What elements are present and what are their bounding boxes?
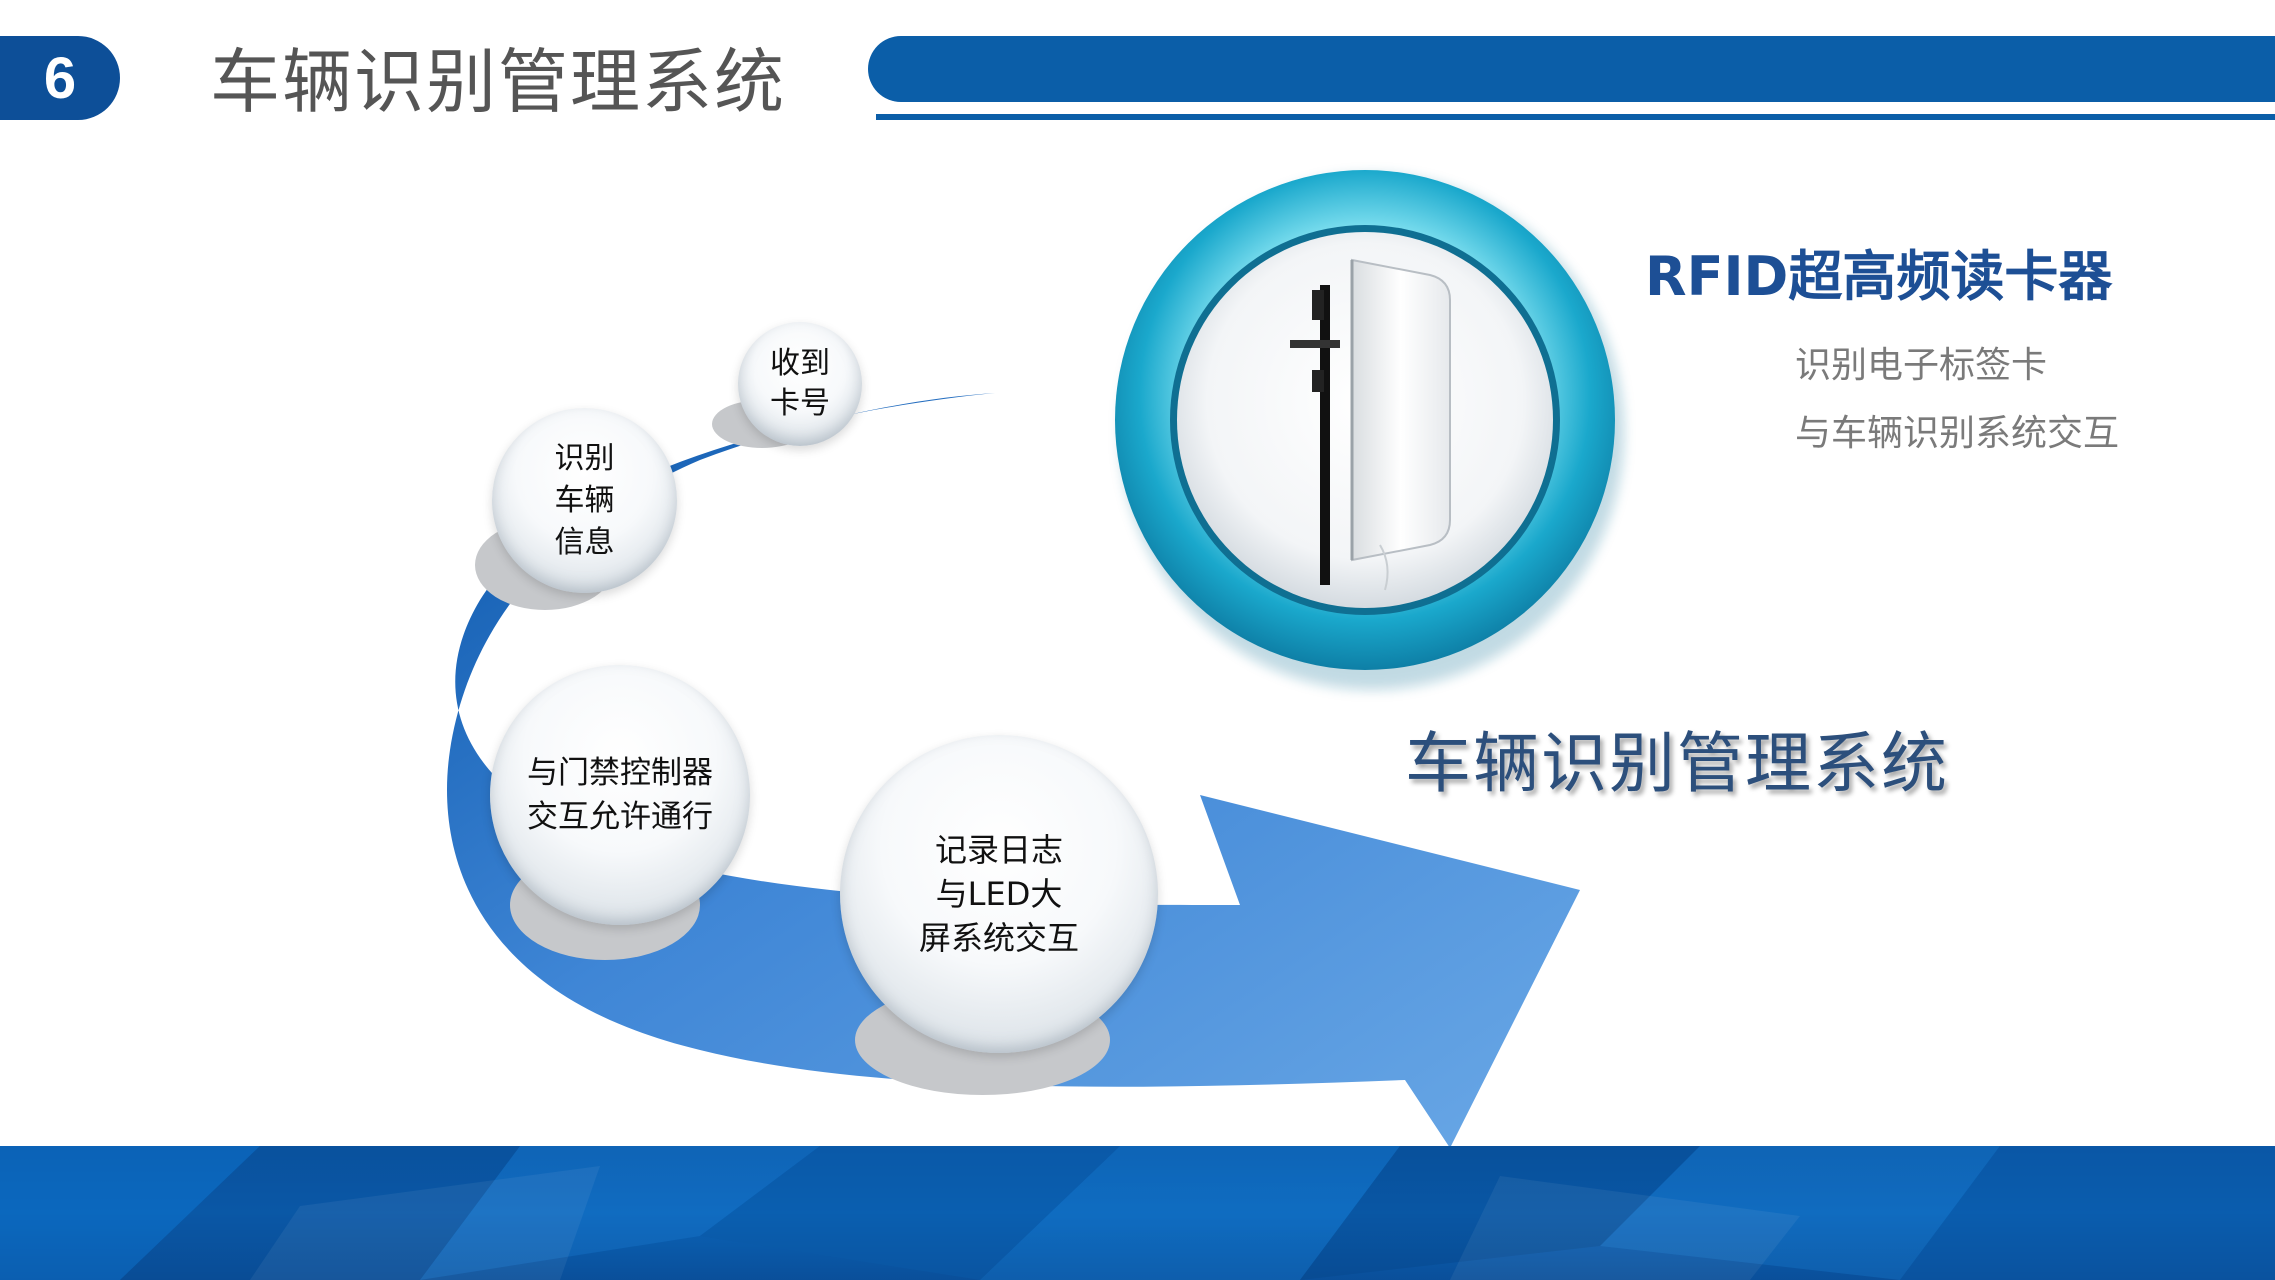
curved-flow-arrow — [447, 393, 1580, 1148]
header-bar — [868, 36, 2275, 102]
step-receive-card: 收到 卡号 — [738, 322, 862, 446]
reader-desc-line: 识别电子标签卡 — [1795, 345, 2048, 386]
page-title: 车辆识别管理系统 — [210, 41, 786, 123]
footer-pattern — [0, 1146, 2275, 1280]
section-number-badge: 6 — [0, 36, 120, 120]
reader-title: RFID超高频读卡器 — [1645, 245, 2113, 308]
system-title: 车辆识别管理系统 — [1405, 725, 1949, 802]
footer-band — [0, 1146, 2275, 1280]
reader-desc-line: 与车辆识别系统交互 — [1795, 413, 2120, 454]
step-log-led: 记录日志 与LED大 屏系统交互 — [840, 735, 1158, 1053]
rfid-reader-icon — [1290, 258, 1451, 591]
step-identify-vehicle: 识别 车辆 信息 — [492, 408, 677, 593]
step-gate-control: 与门禁控制器 交互允许通行 — [490, 665, 750, 925]
header-underline — [876, 114, 2275, 120]
